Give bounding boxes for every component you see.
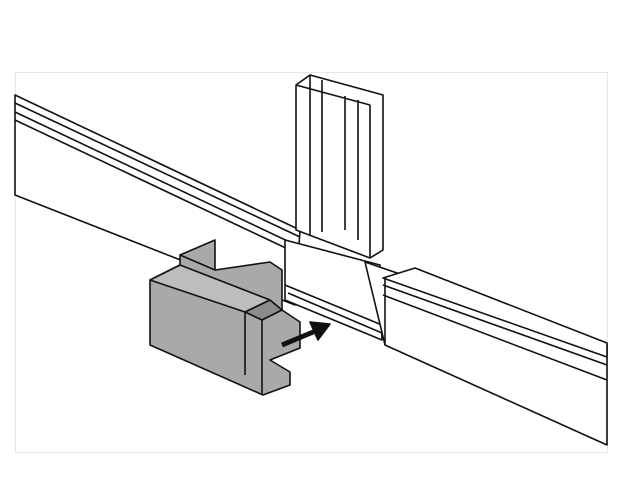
vertical-trunking: [295, 74, 384, 259]
insert-direction-arrow: [281, 321, 331, 348]
main-trunking-right: [364, 261, 608, 446]
illustration-frame: [15, 72, 608, 453]
tee-cover-piece: [149, 239, 301, 396]
main-trunking-middle: [284, 239, 383, 341]
main-trunking-left: [14, 94, 301, 306]
